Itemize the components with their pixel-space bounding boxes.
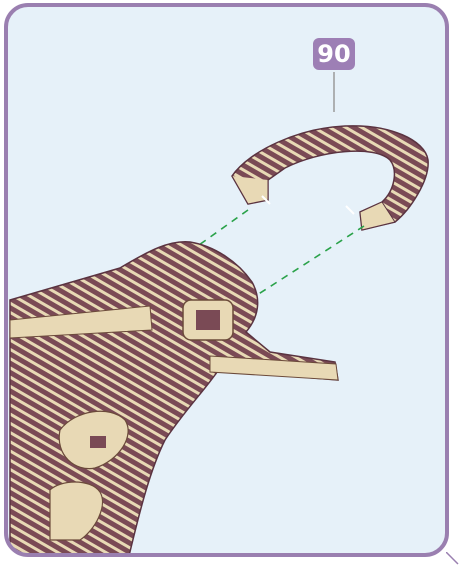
u-shaped-wood-part (232, 126, 428, 230)
guide-line-right (240, 226, 364, 306)
slot-marks (262, 196, 354, 214)
wooden-model-assembly (10, 242, 338, 560)
corner-tick (446, 552, 460, 566)
step-number-badge: 90 (313, 38, 355, 70)
